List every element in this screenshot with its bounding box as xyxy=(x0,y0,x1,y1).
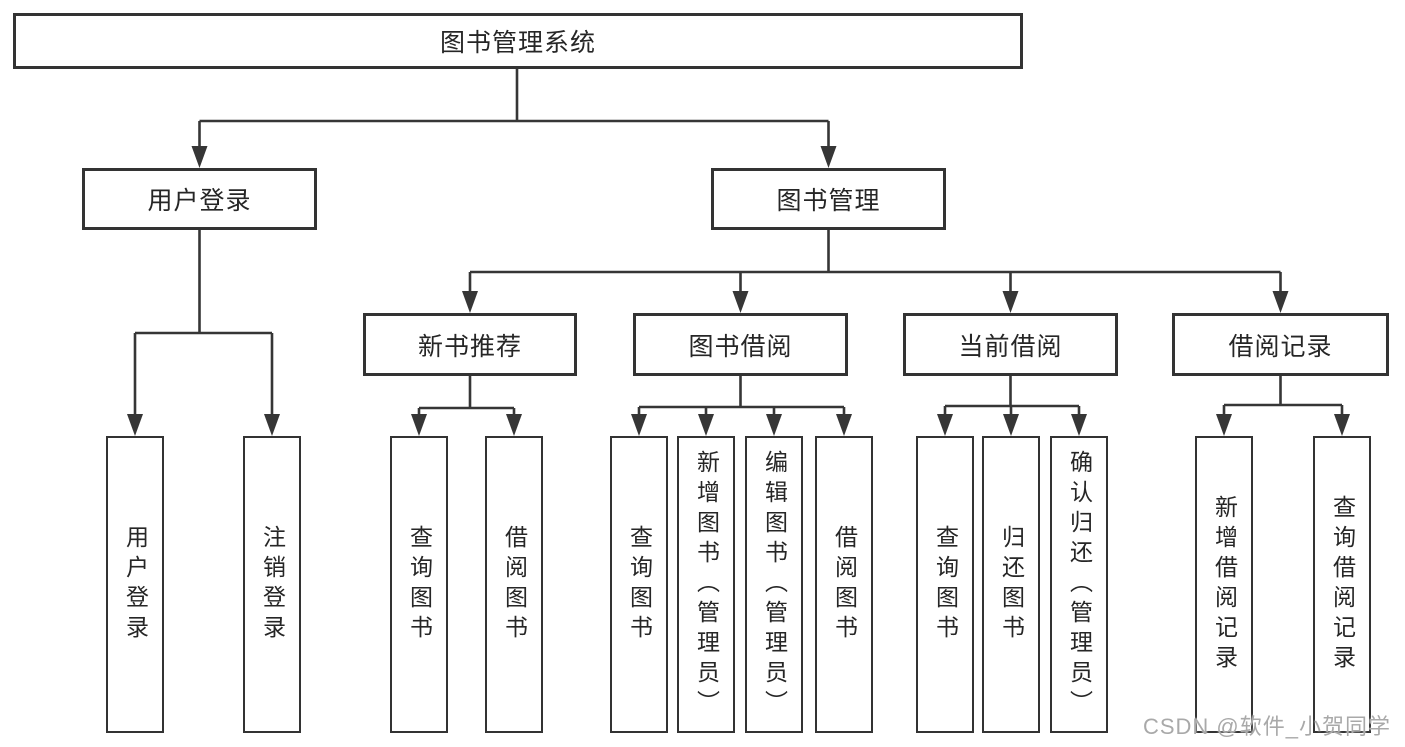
node-label: 借阅记录 xyxy=(1228,332,1333,361)
watermark: CSDN @软件_小贺同学 xyxy=(1142,714,1391,739)
node-label: 归还图书 xyxy=(998,524,1025,645)
leaf-return-books: 归还图书 xyxy=(982,436,1040,733)
node-label: 图书管理系统 xyxy=(439,29,596,57)
node-library-management-system: 图书管理系统 xyxy=(13,13,1023,69)
leaf-user-login: 用户登录 xyxy=(106,436,164,733)
leaf-query-borrow-record: 查询借阅记录 xyxy=(1313,436,1371,733)
node-label: 注销登录 xyxy=(259,524,286,645)
node-label: 借阅图书 xyxy=(831,524,858,645)
node-label: 当前借阅 xyxy=(958,332,1063,361)
node-new-book-recommend: 新书推荐 xyxy=(363,313,577,376)
leaf-confirm-return-admin: 确认归还（管理员） xyxy=(1050,436,1108,733)
node-label: 查询图书 xyxy=(626,524,653,645)
leaf-edit-books-admin: 编辑图书（管理员） xyxy=(745,436,803,733)
node-label: 新书推荐 xyxy=(417,332,522,361)
node-label: 确认归还（管理员） xyxy=(1066,449,1093,720)
node-label: 用户登录 xyxy=(147,187,252,215)
node-label: 查询图书 xyxy=(406,524,433,645)
node-borrow-records: 借阅记录 xyxy=(1172,313,1389,376)
node-label: 编辑图书（管理员） xyxy=(761,449,788,720)
node-label: 新增借阅记录 xyxy=(1211,494,1238,675)
node-label: 用户登录 xyxy=(122,524,149,645)
leaf-add-borrow-record: 新增借阅记录 xyxy=(1195,436,1253,733)
node-user-login: 用户登录 xyxy=(82,168,317,230)
node-label: 新增图书（管理员） xyxy=(693,449,720,720)
leaf-query-books-recommend: 查询图书 xyxy=(390,436,448,733)
node-current-borrow: 当前借阅 xyxy=(903,313,1118,376)
node-label: 查询图书 xyxy=(932,524,959,645)
node-label: 借阅图书 xyxy=(501,524,528,645)
leaf-logout: 注销登录 xyxy=(243,436,301,733)
leaf-query-books-current: 查询图书 xyxy=(916,436,974,733)
node-label: 查询借阅记录 xyxy=(1329,494,1356,675)
leaf-query-books-borrow: 查询图书 xyxy=(610,436,668,733)
node-book-management: 图书管理 xyxy=(711,168,946,230)
leaf-add-books-admin: 新增图书（管理员） xyxy=(677,436,735,733)
leaf-borrow-books-recommend: 借阅图书 xyxy=(485,436,543,733)
leaf-borrow-books: 借阅图书 xyxy=(815,436,873,733)
node-label: 图书管理 xyxy=(776,187,881,215)
node-label: 图书借阅 xyxy=(688,332,793,361)
node-book-borrow: 图书借阅 xyxy=(633,313,848,376)
